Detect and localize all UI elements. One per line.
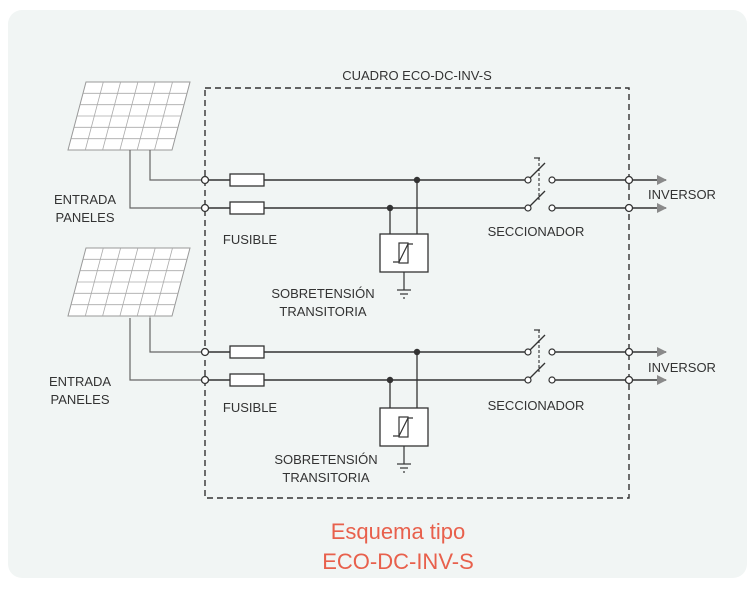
- switch-label: SECCIONADOR: [488, 398, 585, 413]
- fuse-label: FUSIBLE: [223, 232, 278, 247]
- output-label: INVERSOR: [648, 360, 716, 375]
- surge-protector-icon: [379, 407, 429, 447]
- circuit-1: ENTRADA PANELES FUSIBLE: [54, 81, 716, 319]
- switch-label: SECCIONADOR: [488, 224, 585, 239]
- fuse-icon: [229, 173, 265, 187]
- enclosure-title: CUADRO ECO-DC-INV-S: [342, 68, 492, 83]
- output-label: INVERSOR: [648, 187, 716, 202]
- fuse-icon: [229, 201, 265, 215]
- enclosure-box: [204, 87, 630, 499]
- input-label-2: PANELES: [50, 392, 109, 407]
- surge-label: SOBRETENSIÓN: [271, 286, 374, 301]
- input-label: ENTRADA: [54, 192, 116, 207]
- caption-line-2: ECO-DC-INV-S: [322, 549, 474, 574]
- solar-panel-icon: [67, 81, 191, 168]
- surge-protector-icon: [379, 233, 429, 273]
- surge-label-2: TRANSITORIA: [279, 304, 366, 319]
- caption-line-1: Esquema tipo: [331, 519, 466, 544]
- surge-label-2: TRANSITORIA: [282, 470, 369, 485]
- input-label: ENTRADA: [49, 374, 111, 389]
- fuse-label: FUSIBLE: [223, 400, 278, 415]
- circuit-2: ENTRADA PANELES FUSIBLE SOBRETEN: [49, 247, 716, 485]
- ground-icon: [397, 446, 411, 473]
- solar-panel-icon: [67, 247, 191, 334]
- fuse-icon: [229, 373, 265, 387]
- surge-label: SOBRETENSIÓN: [274, 452, 377, 467]
- input-label-2: PANELES: [55, 210, 114, 225]
- ground-icon: [397, 272, 411, 299]
- disconnector-switch-icon: [524, 329, 556, 384]
- disconnector-switch-icon: [524, 157, 556, 212]
- fuse-icon: [229, 345, 265, 359]
